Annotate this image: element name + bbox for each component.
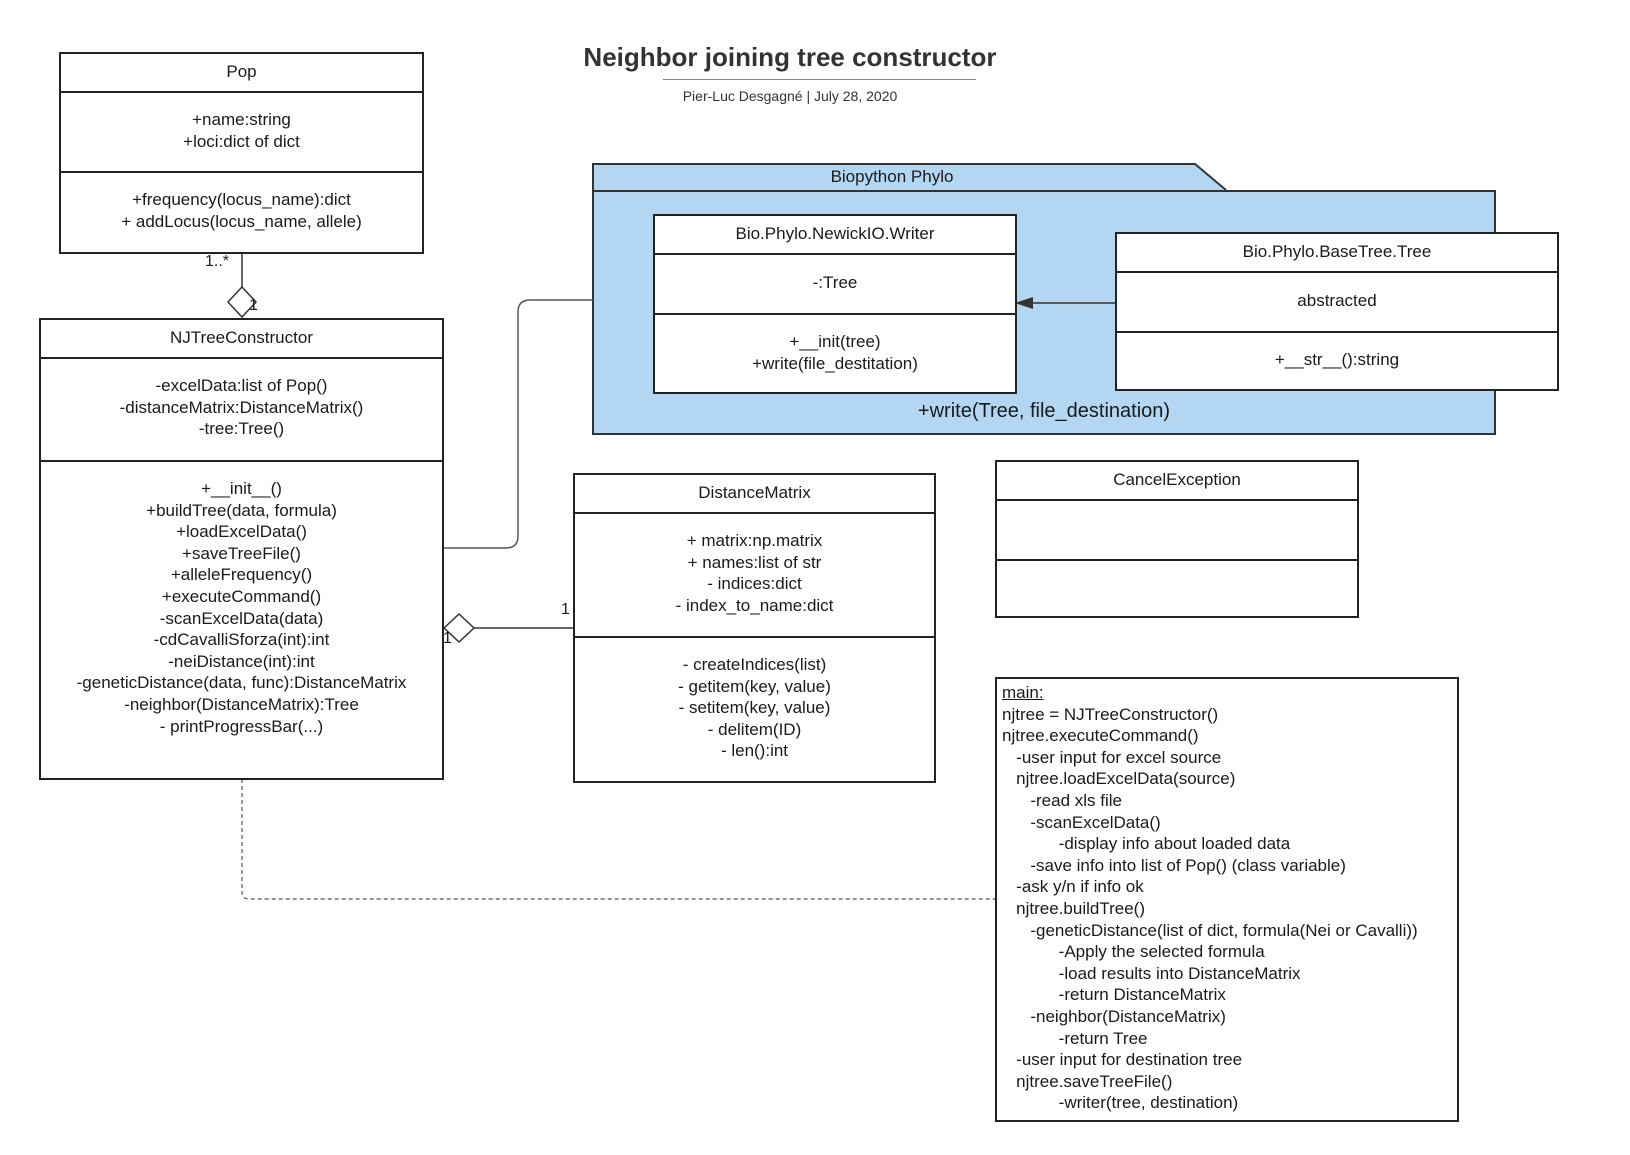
attribute: + matrix:np.matrix (686, 531, 823, 550)
methods-section: +__str__():string (1117, 331, 1557, 389)
note-line: -scanExcelData() (1002, 812, 1161, 832)
note-line: -neighbor(DistanceMatrix) (1002, 1006, 1226, 1026)
attribute: -distanceMatrix:DistanceMatrix() (119, 397, 364, 417)
method: +loadExcelData() (176, 522, 307, 542)
note-link (241, 779, 995, 900)
package-name: Biopython Phylo (830, 167, 954, 186)
diagram-subtitle: Pier-Luc Desgagné | July 28, 2020 (682, 88, 898, 104)
attributes-section (997, 499, 1357, 559)
method: - createIndices(list) (682, 655, 827, 674)
method: - delitem(ID) (707, 719, 802, 739)
multiplicity-njtree-pop: 1 (249, 297, 258, 314)
main-note: main:njtree = NJTreeConstructor()njtree.… (995, 677, 1459, 1122)
method: -neighbor(DistanceMatrix):Tree (124, 694, 359, 714)
note-line: njtree.saveTreeFile() (1002, 1071, 1173, 1091)
method: +executeCommand() (161, 586, 322, 606)
class-pop: Pop +name:string +loci:dict of dict +fre… (59, 52, 424, 254)
package-operation: +write(Tree, file_destination) (917, 400, 1171, 422)
methods-section: +frequency(locus_name):dict + addLocus(l… (61, 171, 422, 252)
method: - len():int (720, 741, 789, 761)
attribute: -:Tree (812, 273, 858, 292)
class-cancelexception: CancelException (995, 460, 1359, 618)
attributes-section: -:Tree (655, 253, 1015, 313)
package-link (443, 299, 593, 549)
attributes-section: -excelData:list of Pop() -distanceMatrix… (41, 357, 442, 460)
title-underline (663, 79, 976, 80)
package-tab (592, 163, 1227, 191)
methods-section: +__init(tree) +write(file_destitation) (655, 313, 1015, 392)
method: -cdCavalliSforza(int):int (153, 630, 330, 650)
attribute: + names:list of str (687, 552, 822, 572)
method: - printProgressBar(...) (159, 716, 324, 736)
note-line: -writer(tree, destination) (1002, 1093, 1239, 1113)
method: +alleleFrequency() (170, 565, 313, 585)
note-line: njtree.loadExcelData(source) (1002, 769, 1236, 789)
methods-section: +__init__() +buildTree(data, formula) +l… (41, 460, 442, 778)
class-name: Bio.Phylo.BaseTree.Tree (1242, 242, 1432, 261)
attributes-section: +name:string +loci:dict of dict (61, 91, 422, 171)
note-line: njtree.buildTree() (1002, 898, 1145, 918)
class-name: NJTreeConstructor (170, 328, 313, 347)
attributes-section: + matrix:np.matrix + names:list of str -… (575, 512, 934, 636)
class-newickio-writer: Bio.Phylo.NewickIO.Writer -:Tree +__init… (653, 214, 1017, 394)
method: +__str__():string (1274, 350, 1400, 369)
pop-aggregation-diamond (226, 285, 258, 319)
method: - setitem(key, value) (678, 698, 831, 718)
method: -neiDistance(int):int (168, 651, 315, 671)
method: +buildTree(data, formula) (146, 500, 337, 520)
class-name: DistanceMatrix (698, 483, 811, 502)
attributes-section: abstracted (1117, 271, 1557, 331)
note-line: -return DistanceMatrix (1002, 985, 1226, 1005)
attribute: - index_to_name:dict (675, 595, 834, 615)
note-line: -display info about loaded data (1002, 834, 1291, 854)
class-name: CancelException (1113, 470, 1241, 489)
note-line: -ask y/n if info ok (1002, 877, 1144, 897)
note-line: -return Tree (1002, 1028, 1148, 1048)
method: +write(file_destitation) (752, 353, 918, 373)
method: -geneticDistance(data, func):DistanceMat… (76, 673, 407, 693)
method: +__init(tree) (789, 332, 881, 351)
note-line: -user input for destination tree (1002, 1050, 1243, 1070)
attribute: abstracted (1297, 291, 1377, 310)
class-name: Pop (226, 62, 257, 81)
note-heading: main: (1002, 683, 1044, 702)
method: +frequency(locus_name):dict (132, 190, 351, 209)
attribute: +loci:dict of dict (183, 131, 300, 151)
methods-section: - createIndices(list) - getitem(key, val… (575, 636, 934, 781)
note-line: -Apply the selected formula (1002, 942, 1265, 962)
attribute: -excelData:list of Pop() (155, 376, 328, 395)
method: + addLocus(locus_name, allele) (121, 211, 362, 231)
note-line: -user input for excel source (1002, 747, 1222, 767)
class-distancematrix: DistanceMatrix + matrix:np.matrix + name… (573, 473, 936, 783)
attribute: - indices:dict (707, 574, 802, 594)
attribute: -tree:Tree() (198, 419, 285, 439)
method: +saveTreeFile() (182, 543, 301, 563)
tree-writer-arrowhead (1015, 297, 1033, 309)
class-njtreeconstructor: NJTreeConstructor -excelData:list of Pop… (39, 318, 444, 780)
attribute: +name:string (192, 110, 291, 129)
methods-section (997, 559, 1357, 616)
method: - getitem(key, value) (678, 676, 831, 696)
multiplicity-njtree-dm: 1 (443, 630, 452, 647)
class-basetree-tree: Bio.Phylo.BaseTree.Tree abstracted +__st… (1115, 232, 1559, 391)
note-line: -save info into list of Pop() (class var… (1002, 855, 1346, 875)
method: -scanExcelData(data) (159, 608, 324, 628)
note-line: njtree.executeCommand() (1002, 726, 1199, 746)
note-line: -load results into DistanceMatrix (1002, 963, 1301, 983)
method: +__init__() (201, 479, 282, 498)
class-name: Bio.Phylo.NewickIO.Writer (735, 224, 935, 243)
dm-aggregation-diamond (442, 612, 476, 644)
note-line: njtree = NJTreeConstructor() (1002, 704, 1219, 724)
note-line: -geneticDistance(list of dict, formula(N… (1002, 920, 1418, 940)
multiplicity-pop: 1..* (205, 253, 230, 270)
note-line: -read xls file (1002, 790, 1122, 810)
multiplicity-distancematrix: 1 (561, 601, 570, 618)
diagram-title: Neighbor joining tree constructor (583, 42, 997, 72)
